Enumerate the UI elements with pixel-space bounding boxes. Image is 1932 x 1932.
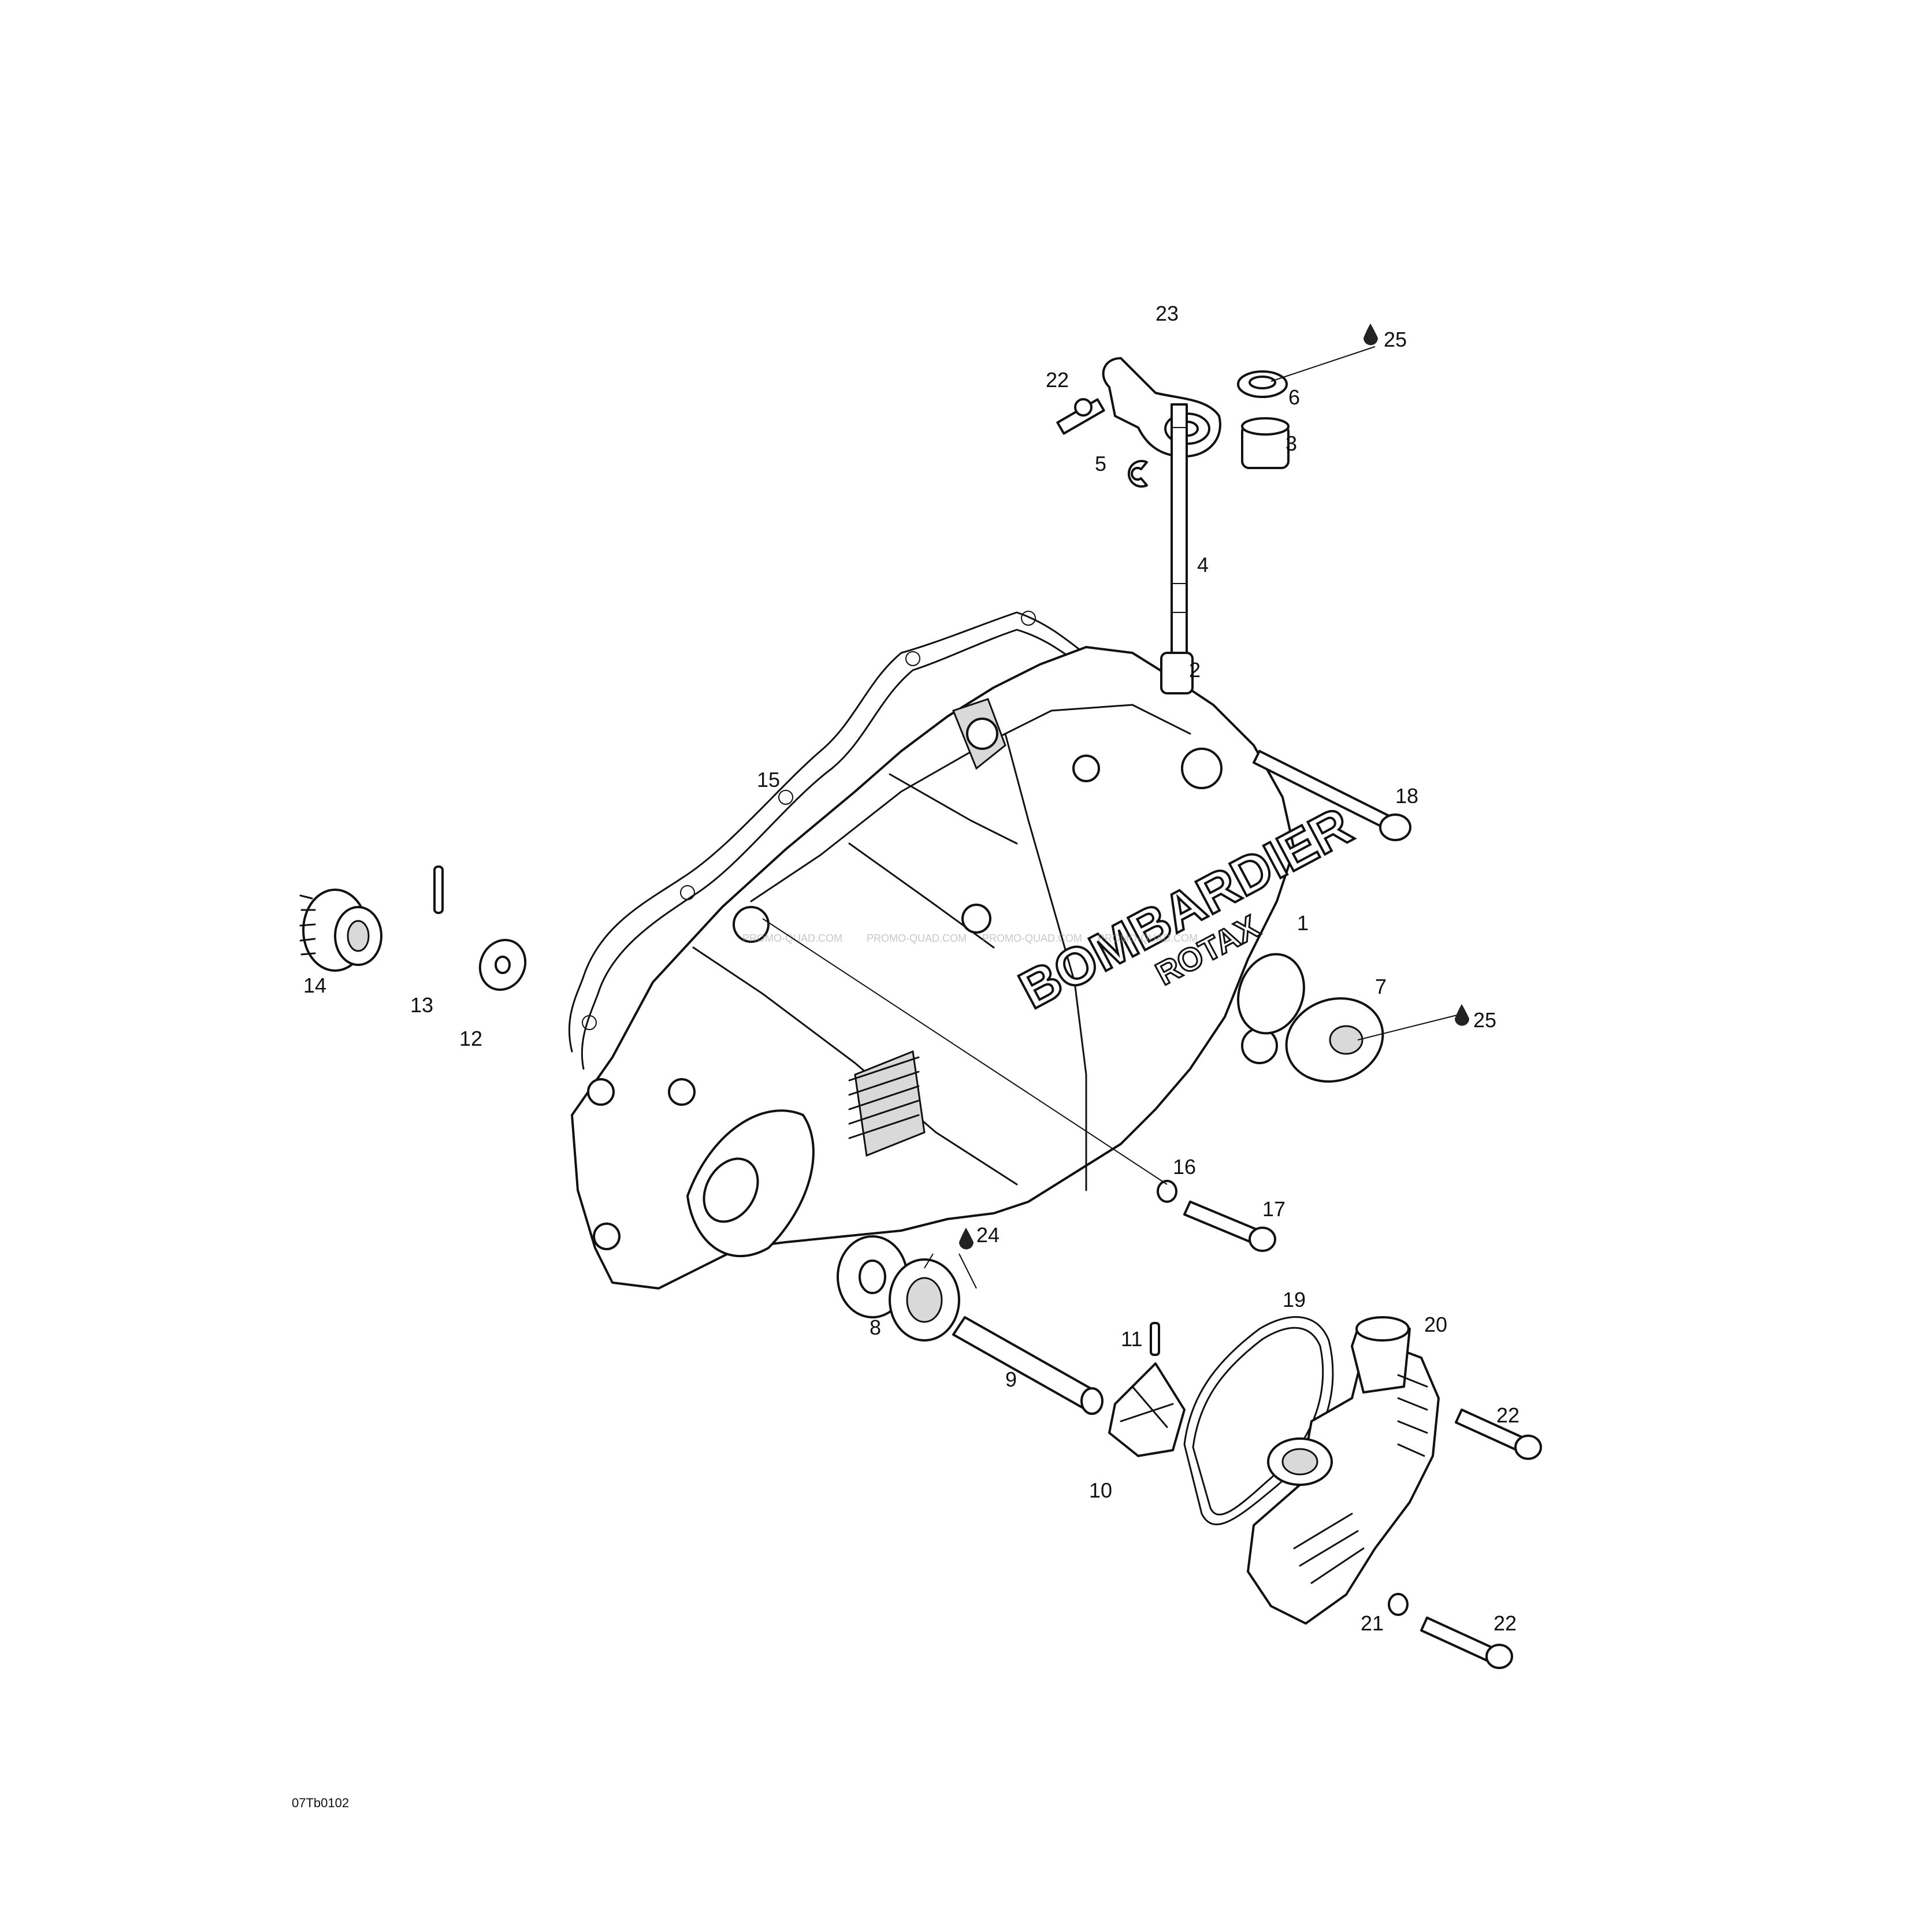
callout-6: 6 [1288, 385, 1300, 409]
gasket-part-15 [568, 611, 1093, 1070]
pin-part-13 [433, 865, 444, 914]
callout-14: 14 [303, 974, 326, 997]
callout-22-middle: 22 [1496, 1403, 1519, 1427]
screw-part-22-middle [1455, 1409, 1542, 1460]
callout-10: 10 [1089, 1478, 1112, 1502]
callout-24: 24 [976, 1223, 1000, 1247]
callout-20: 20 [1424, 1313, 1447, 1336]
circlip-part-5 [1127, 460, 1148, 488]
washer-part-12 [478, 939, 527, 991]
grease-drop-icon-bottom [959, 1228, 974, 1250]
drawing-code: 07Tb0102 [292, 1796, 349, 1810]
callout-19: 19 [1283, 1288, 1306, 1311]
callout-5: 5 [1095, 452, 1106, 475]
callout-16: 16 [1173, 1155, 1196, 1179]
shaft-part-9 [952, 1316, 1104, 1415]
watermark-text-4: PROMO-QUAD.COM [1098, 932, 1198, 944]
gasket-part-19 [1183, 1316, 1334, 1525]
callout-17: 17 [1262, 1197, 1285, 1221]
shaft-part-4 [1171, 403, 1188, 654]
washer-part-21 [1388, 1593, 1409, 1616]
callout-13: 13 [410, 993, 433, 1017]
screw-part-22-top [1056, 398, 1105, 435]
bushing-part-2 [1160, 652, 1194, 694]
gear-part-14 [299, 889, 382, 972]
watermark-text-3: PROMO-QUAD.COM [982, 932, 1082, 944]
callout-18: 18 [1395, 784, 1418, 808]
cooling-fins [848, 1056, 920, 1139]
clutch-cover-part-1: BOMBARDIER ROTAX [571, 646, 1362, 1290]
screw-part-17 [1183, 1201, 1276, 1252]
callout-15: 15 [757, 768, 780, 792]
washer-part-16 [1157, 1180, 1177, 1203]
callout-1: 1 [1297, 911, 1309, 935]
callout-21: 21 [1361, 1611, 1384, 1635]
callout-3: 3 [1285, 432, 1297, 455]
seal-part-6 [1237, 370, 1288, 398]
pin-part-11 [1150, 1322, 1160, 1356]
callout-25-right: 25 [1473, 1008, 1496, 1032]
bolt-part-18 [1253, 750, 1411, 841]
screw-part-22-bottom [1420, 1617, 1513, 1669]
grease-drop-icon-right [1455, 1004, 1469, 1026]
grease-drop-icon-top [1363, 324, 1378, 345]
callout-labels: 1 2 3 4 5 6 7 8 9 10 11 12 13 14 15 16 1… [303, 302, 1519, 1635]
leader-line-16 [762, 918, 1168, 1185]
callout-9: 9 [1005, 1368, 1017, 1391]
callout-2: 2 [1189, 658, 1201, 682]
watermark-text-2: PROMO-QUAD.COM [867, 932, 967, 944]
callout-7: 7 [1375, 975, 1387, 998]
callout-25-top: 25 [1384, 328, 1407, 351]
callout-22-bottom: 22 [1493, 1611, 1517, 1635]
callout-4: 4 [1197, 553, 1209, 577]
needle-bearing-part-3 [1241, 417, 1290, 469]
water-pump-cover-part-20 [1247, 1316, 1440, 1625]
shift-lever-part-23 [1102, 357, 1221, 458]
callout-22-top: 22 [1046, 368, 1069, 392]
callout-8: 8 [870, 1316, 881, 1339]
bearing-part-24 [889, 1258, 960, 1342]
impeller-part-10 [1108, 1362, 1186, 1457]
leader-lines [924, 346, 1462, 1289]
callout-11: 11 [1121, 1327, 1142, 1351]
seal-part-7 [1285, 997, 1384, 1083]
callout-12: 12 [459, 1027, 482, 1050]
callout-23: 23 [1156, 302, 1179, 325]
